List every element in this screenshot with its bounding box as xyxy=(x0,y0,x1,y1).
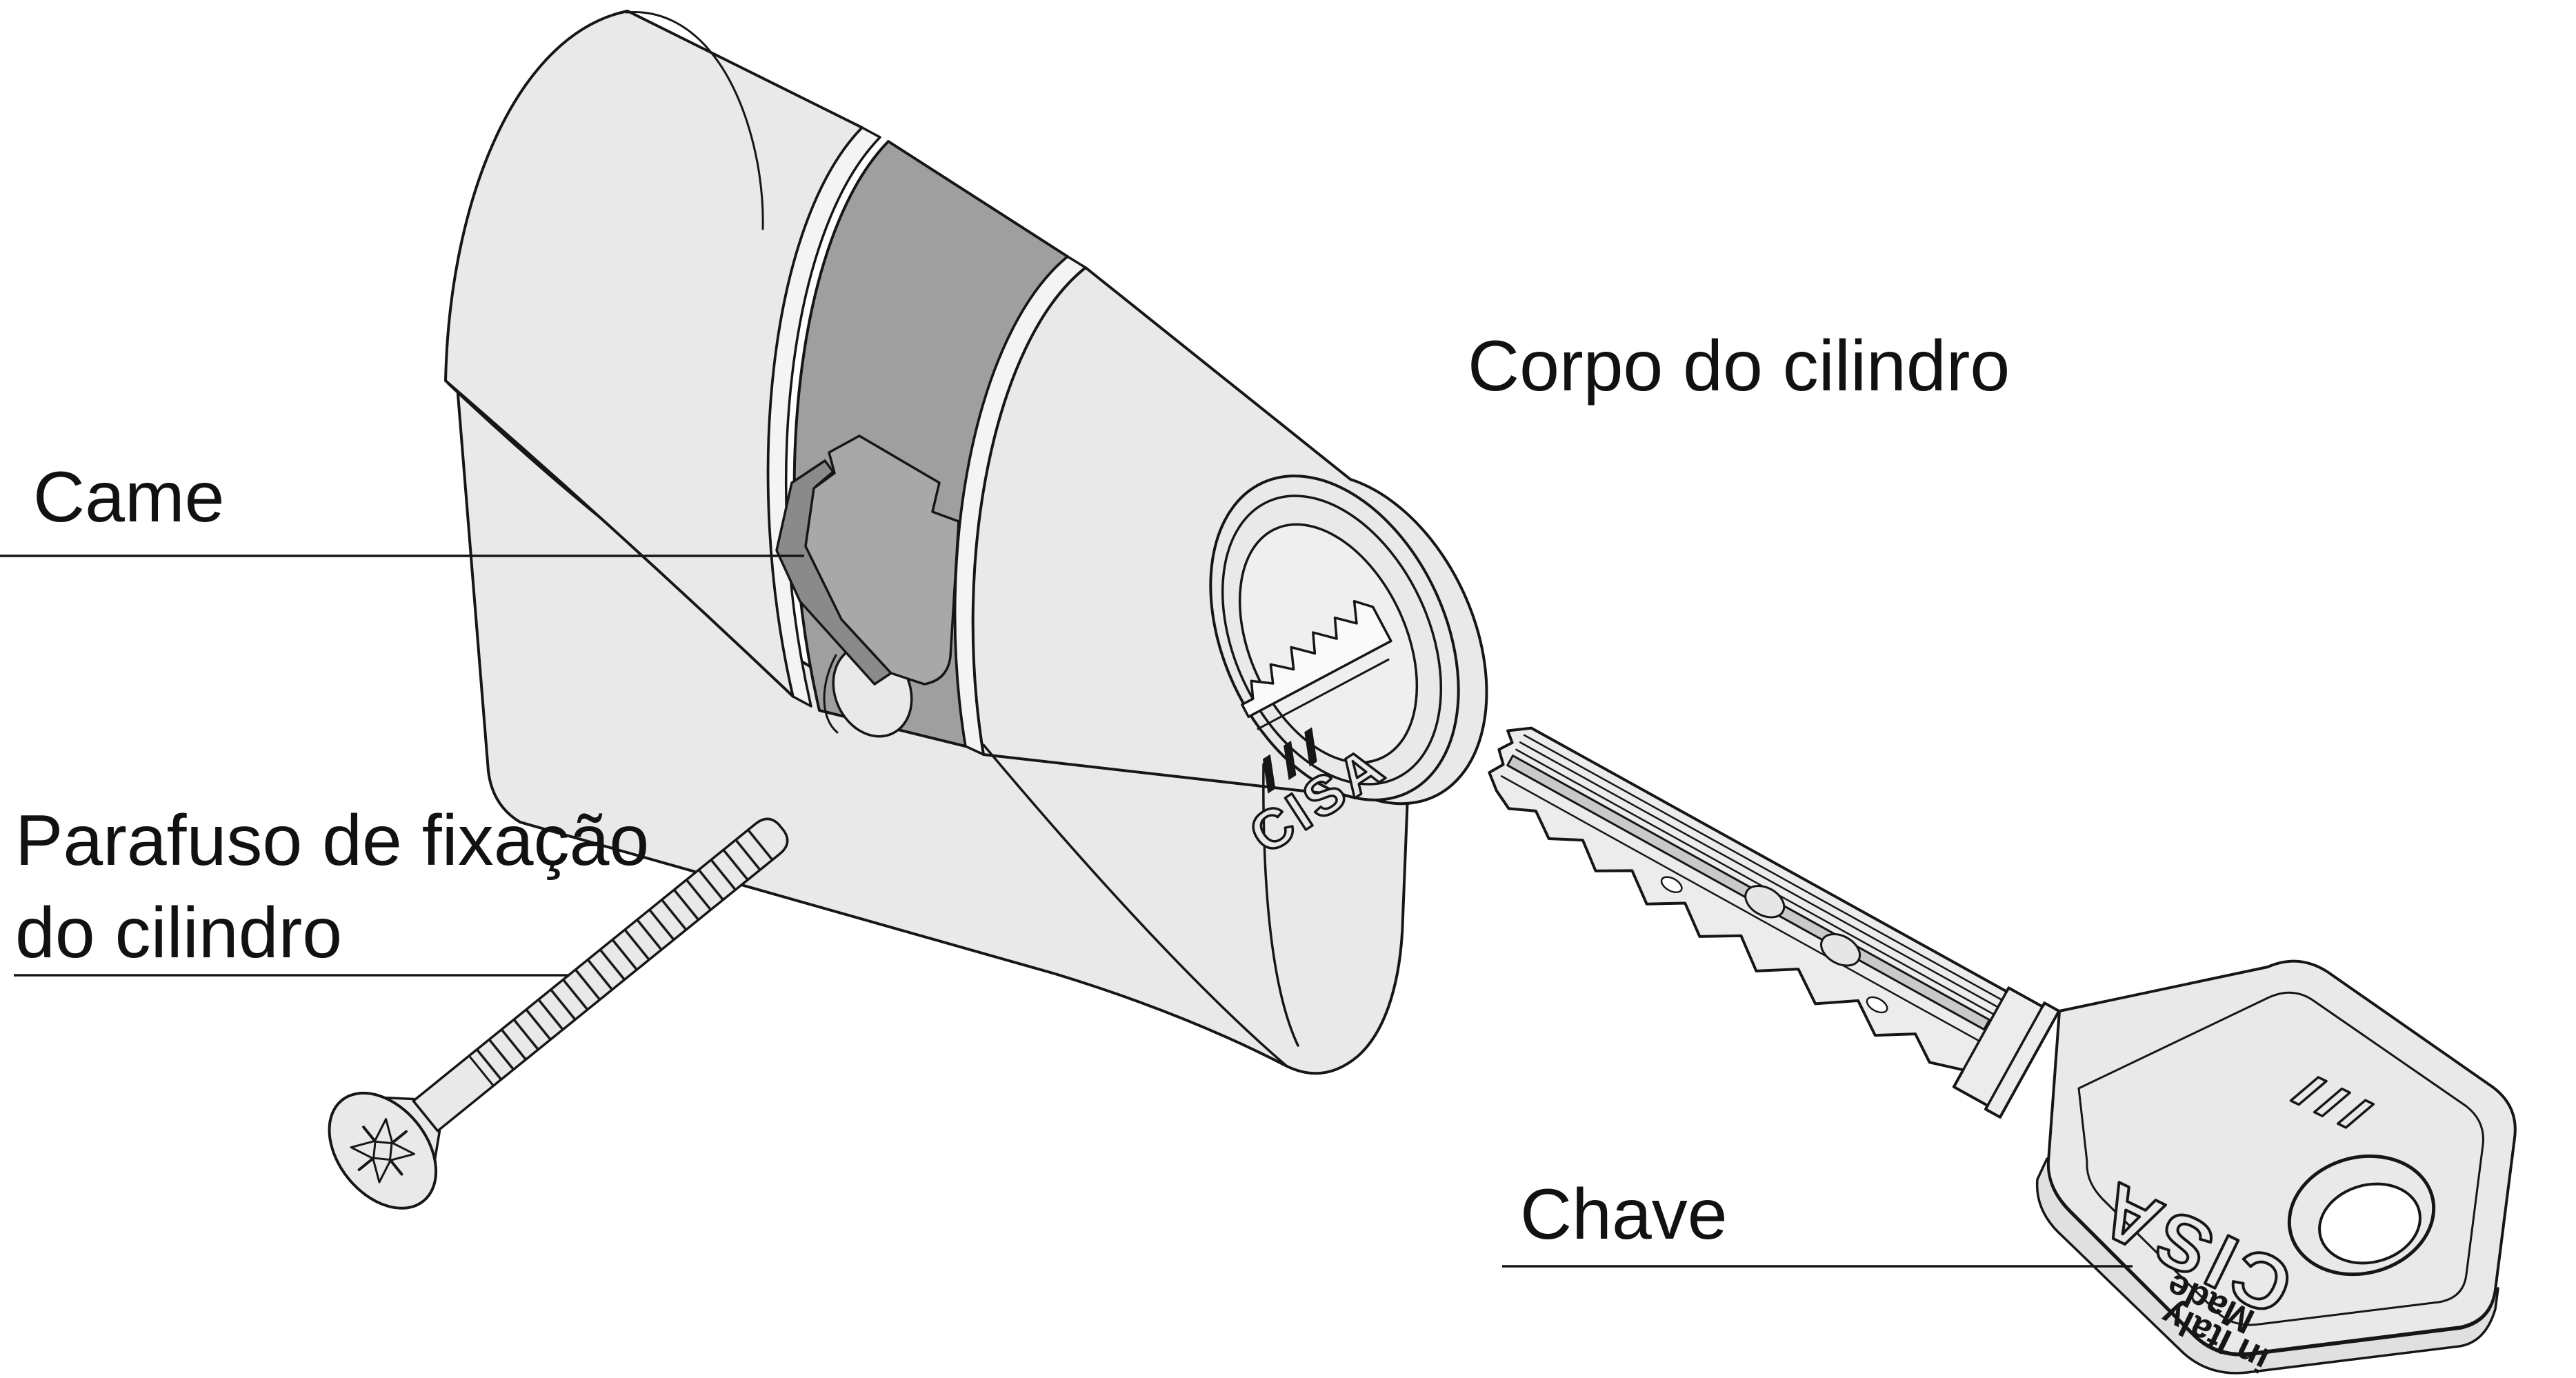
rear-rim-band xyxy=(766,126,881,708)
key-pin-dimple xyxy=(1744,884,1786,919)
cisa-slashes-icon xyxy=(2289,1076,2375,1129)
cylinder-illustration: CISA xyxy=(444,10,1488,1075)
label-came: Came xyxy=(33,457,224,537)
label-parafuso-line1: Parafuso de fixação xyxy=(15,801,649,881)
key-ring-hole-inner xyxy=(2318,1182,2422,1265)
rear-cap-rim-line xyxy=(625,11,764,230)
key-cut-hole xyxy=(1660,876,1683,893)
pozidriv-cross-icon xyxy=(350,1118,416,1184)
key-bow-inner-border xyxy=(2077,991,2484,1326)
key-cut-hole xyxy=(1866,996,1888,1014)
screw-illustration xyxy=(328,817,789,1210)
key-bow: CISA Made in Italy xyxy=(2035,959,2517,1378)
key-blade xyxy=(1488,726,2061,1119)
label-parafuso-line2: do cilindro xyxy=(15,893,342,973)
label-corpo-do-cilindro: Corpo do cilindro xyxy=(1468,326,2010,406)
leader-lines xyxy=(0,555,2133,1268)
cylinder-front-face xyxy=(1209,475,1460,801)
key-pin-dimple xyxy=(1820,932,1861,967)
cam-shape xyxy=(804,435,960,686)
screw-thread xyxy=(469,823,780,1086)
front-barrel-underside-line xyxy=(982,743,1288,1068)
key-blade-grooves xyxy=(1515,734,2002,1015)
labels: Came Corpo do cilindro Parafuso de fixaç… xyxy=(15,326,2010,1255)
cisa-slashes-icon xyxy=(1262,727,1317,794)
keyway-icon xyxy=(1241,599,1392,730)
flag-face-edge-line xyxy=(1262,763,1299,1047)
key-illustration: CISA Made in Italy xyxy=(1488,726,2517,1378)
label-chave: Chave xyxy=(1520,1175,1728,1255)
